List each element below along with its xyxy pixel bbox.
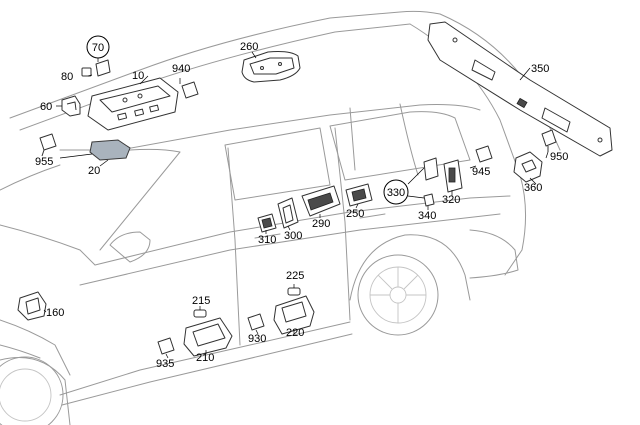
part-320-switch [443,159,463,193]
part-330-switch [423,157,439,181]
label-20: 20 [88,165,100,177]
part-70-bulb [95,59,111,77]
part-220-lamp [273,295,315,335]
part-210-lamp [183,317,233,357]
label-330: 330 [387,187,405,199]
part-250-switch [345,183,373,207]
label-80: 80 [61,71,73,83]
part-260-roof-lamp [241,51,301,83]
part-350-rear-lamp-bar [427,21,613,157]
label-360: 360 [524,182,542,194]
part-935-connector [157,337,175,355]
part-290-housing [301,185,341,217]
label-290: 290 [312,218,330,230]
part-20-cover [89,139,131,161]
part-930-connector [247,313,265,331]
label-60: 60 [40,101,52,113]
label-945: 945 [472,166,490,178]
part-215-bulb [193,309,207,318]
part-10-overhead-control-panel [87,77,179,131]
label-250: 250 [346,208,364,220]
label-940: 940 [172,63,190,75]
callout-labels: 70 80 10 940 260 60 955 20 350 950 360 9… [35,41,568,370]
part-950-connector [541,129,557,152]
label-10: 10 [132,70,144,82]
part-225-bulb [287,287,301,296]
part-60-bracket [61,95,81,117]
label-160: 160 [46,307,64,319]
label-260: 260 [240,41,258,53]
part-300-frame [277,197,299,229]
part-80-lamp-socket [81,67,92,77]
label-955: 955 [35,156,53,168]
leader-lines [43,51,549,359]
label-340: 340 [418,210,436,222]
part-360-lamp [513,151,543,183]
callout-circle-70 [86,35,110,59]
label-350: 350 [531,63,549,75]
label-935: 935 [156,358,174,370]
label-320: 320 [442,194,460,206]
part-160-bracket [17,291,47,321]
label-930: 930 [248,333,266,345]
label-950: 950 [550,151,568,163]
label-300: 300 [284,230,302,242]
label-210: 210 [196,352,214,364]
callout-circle-330 [383,179,409,205]
part-940-connector [181,81,199,99]
vehicle-outline [0,10,561,425]
part-340-clip [423,193,435,207]
part-310-switch [257,213,277,233]
label-225: 225 [286,270,304,282]
part-955-plug [39,133,57,157]
label-215: 215 [192,295,210,307]
part-945-connector [475,145,493,163]
label-70: 70 [92,42,104,54]
label-220: 220 [286,327,304,339]
label-310: 310 [258,234,276,246]
